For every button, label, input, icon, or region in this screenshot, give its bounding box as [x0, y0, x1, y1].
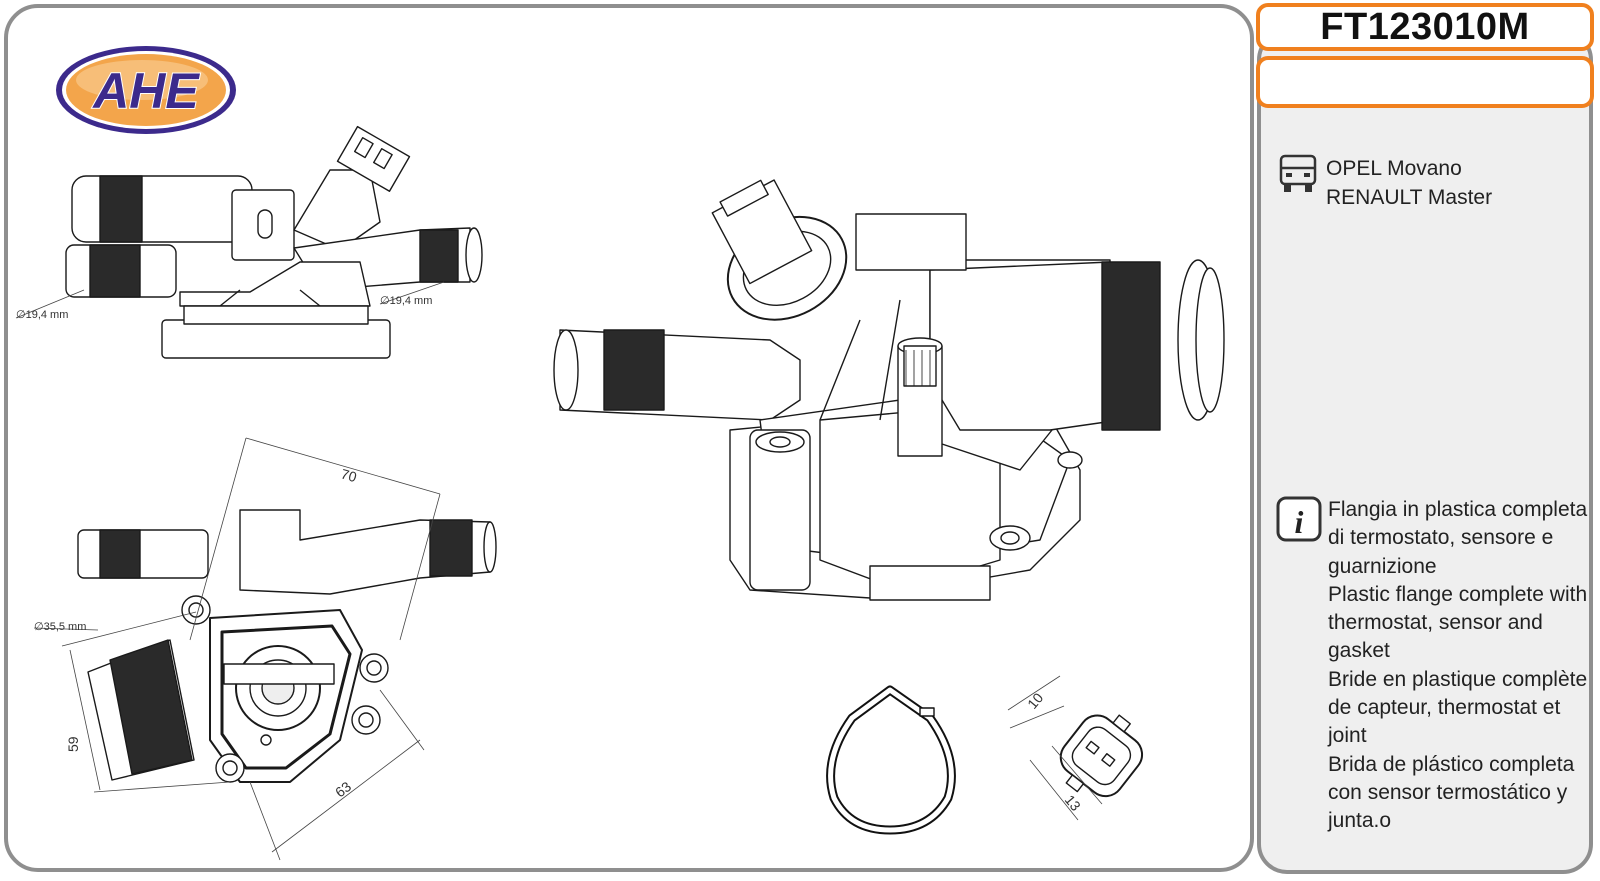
bottom-view-drawing — [77, 509, 497, 783]
technical-drawings: ∅19,4 mm ∅19,4 mm ∅35,5 mm 70 59 63 10 1… — [15, 125, 1225, 861]
description-line: Flangia in plastica completa — [1328, 498, 1588, 521]
part-code-box: FT123010M — [1256, 3, 1594, 51]
dim-63: 63 — [332, 778, 354, 800]
dim-outlet: ∅35,5 mm — [34, 621, 86, 633]
dim-pipe-left: ∅19,4 mm — [16, 309, 68, 321]
description-line: guarnizione — [1328, 554, 1437, 578]
isometric-view-drawing — [553, 179, 1225, 601]
description-line: di termostato, sensore e — [1328, 526, 1554, 550]
side-view-drawing — [65, 125, 483, 359]
dim-pipe-right: ∅19,4 mm — [380, 295, 432, 307]
vehicle-line-2: RENAULT Master — [1326, 186, 1493, 209]
svg-text:i: i — [1295, 504, 1304, 540]
vehicle-line-1: OPEL Movano — [1326, 157, 1462, 180]
info-panel — [1257, 30, 1593, 874]
description-line: Brida de plástico completa — [1328, 752, 1575, 776]
dim-connector-13: 13 — [1062, 792, 1084, 814]
dim-connector-10: 10 — [1024, 690, 1046, 712]
logo-text: AHE — [91, 63, 200, 119]
description-line: junta.o — [1328, 809, 1392, 833]
ahe-logo: AHE — [56, 46, 236, 134]
info-icon: i — [1276, 496, 1322, 542]
dim-70: 70 — [339, 466, 359, 486]
dim-59: 59 — [65, 736, 81, 752]
connector-drawing — [1059, 714, 1144, 798]
part-code: FT123010M — [1320, 5, 1530, 48]
description-line: Bride en plastique complète — [1328, 667, 1588, 691]
description-line: gasket — [1328, 639, 1390, 663]
description-line: con sensor termostático y — [1328, 780, 1568, 804]
description-line: Plastic flange complete with — [1328, 582, 1588, 606]
secondary-code-box — [1256, 56, 1594, 108]
description-line: joint — [1328, 724, 1367, 748]
dimension-lines — [15, 281, 445, 861]
truck-icon — [1279, 154, 1317, 192]
description-line: de capteur, thermostat et — [1328, 696, 1561, 720]
description-line: thermostat, sensor and — [1328, 611, 1543, 635]
